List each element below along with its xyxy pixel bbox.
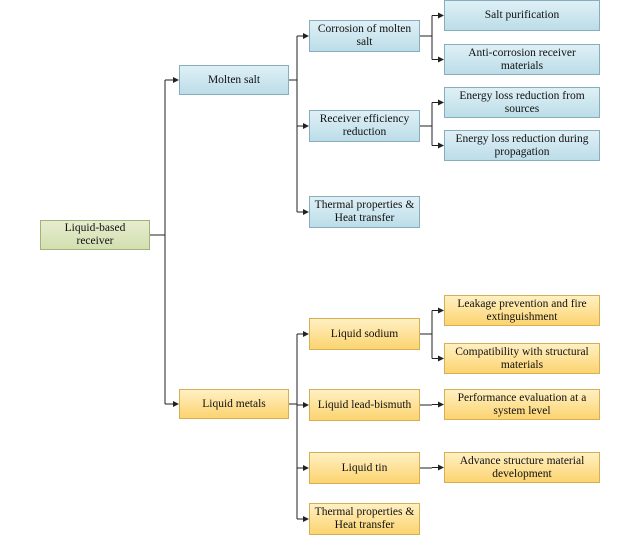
- node-salt-purification: Salt purification: [444, 0, 600, 31]
- arrowhead-lead-bismuth: [303, 402, 309, 408]
- arrowhead-receiver-efficiency: [303, 123, 309, 129]
- arrowhead-salt-purification: [438, 12, 444, 19]
- arrowhead-advance: [438, 464, 444, 471]
- arrowhead-liquid-tin: [303, 465, 309, 471]
- node-energy-sources: Energy loss reduction from sources: [444, 87, 600, 118]
- node-lm-thermal: Thermal properties & Heat transfer: [309, 503, 420, 535]
- node-receiver-efficiency: Receiver efficiency reduction: [309, 110, 420, 142]
- node-ms-thermal: Thermal properties & Heat transfer: [309, 196, 420, 228]
- arrowhead-lm-thermal: [303, 516, 309, 522]
- node-root: Liquid-based receiver: [40, 220, 150, 250]
- node-liquid-metals: Liquid metals: [179, 389, 289, 419]
- node-advance: Advance structure material development: [444, 452, 600, 483]
- arrowhead-anti-corrosion: [438, 56, 444, 63]
- node-compatibility: Compatibility with structural materials: [444, 343, 600, 374]
- arrowhead-energy-propagation: [438, 142, 444, 149]
- node-liquid-sodium: Liquid sodium: [309, 318, 420, 350]
- arrowhead-corrosion: [303, 33, 309, 39]
- arrowhead-energy-sources: [438, 99, 444, 106]
- node-molten-salt: Molten salt: [179, 65, 289, 95]
- node-leakage: Leakage prevention and fire extinguishme…: [444, 295, 600, 326]
- node-corrosion: Corrosion of molten salt: [309, 20, 420, 52]
- arrowhead-ms-thermal: [303, 209, 309, 215]
- node-lead-bismuth: Liquid lead-bismuth: [309, 389, 420, 421]
- arrowhead-leakage: [438, 307, 444, 314]
- node-energy-propagation: Energy loss reduction during propagation: [444, 130, 600, 161]
- node-anti-corrosion: Anti-corrosion receiver materials: [444, 44, 600, 75]
- arrowhead-performance: [438, 401, 444, 408]
- arrowhead-liquid-metals: [173, 401, 179, 407]
- node-liquid-tin: Liquid tin: [309, 452, 420, 484]
- arrowhead-molten-salt: [173, 77, 179, 83]
- arrowhead-liquid-sodium: [303, 331, 309, 337]
- node-performance: Performance evaluation at a system level: [444, 389, 600, 420]
- arrowhead-compatibility: [438, 355, 444, 362]
